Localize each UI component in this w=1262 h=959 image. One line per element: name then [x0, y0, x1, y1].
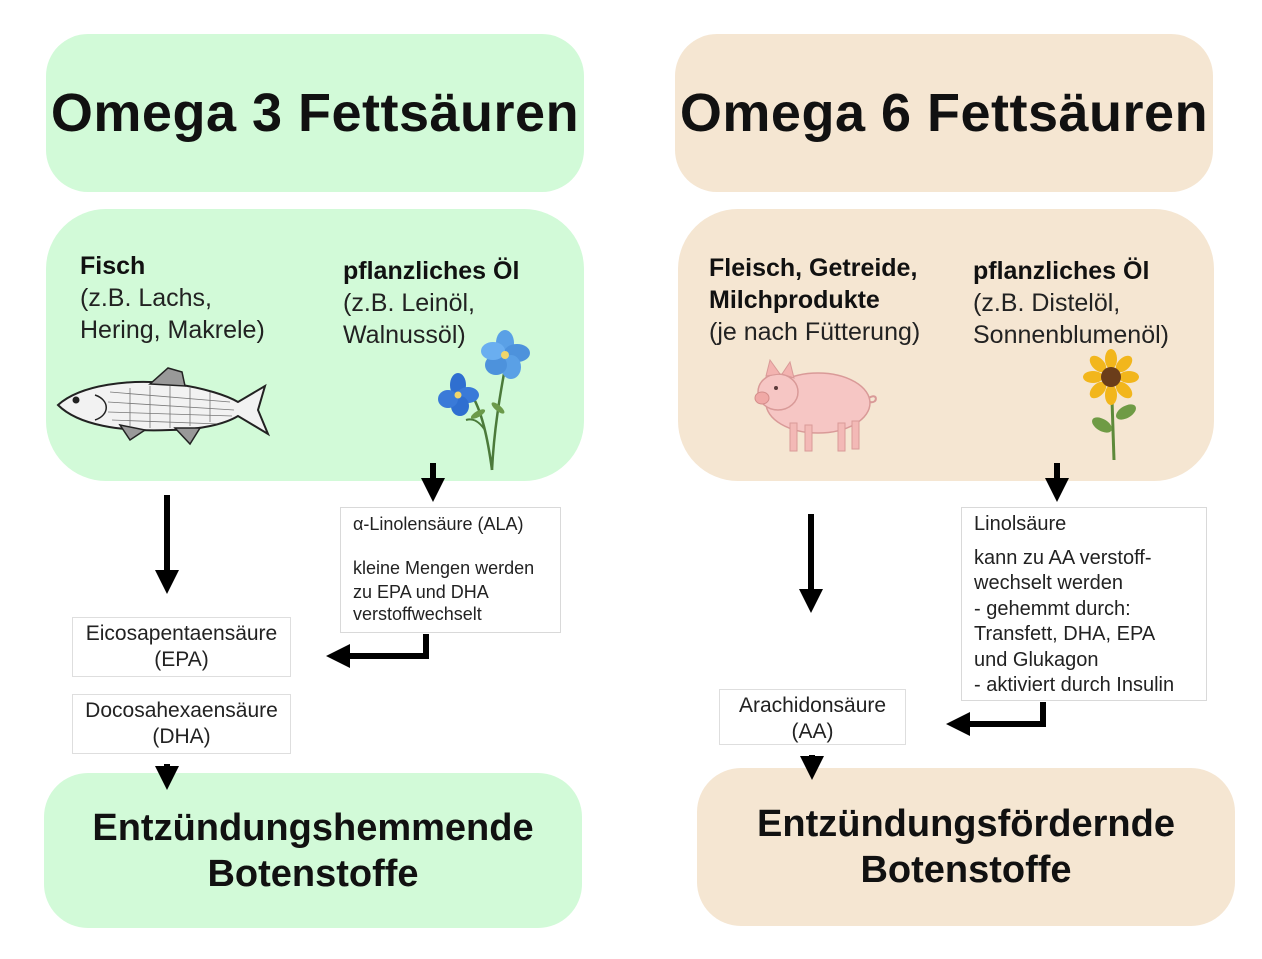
- epa-line2: (EPA): [154, 648, 209, 671]
- omega3-result-line2: Botenstoffe: [207, 852, 419, 895]
- aa-line2: (AA): [791, 720, 834, 743]
- omega3-result: Entzündungshemmende Botenstoffe: [44, 773, 582, 928]
- la-note-line7: - aktiviert durch Insulin: [974, 674, 1175, 696]
- omega6-sources-panel: [678, 209, 1214, 481]
- aa-label: Arachidonsäure (AA): [719, 689, 906, 745]
- meat-heading2: Milchprodukte: [709, 286, 880, 314]
- la-note-line5: Transfett, DHA, EPA: [974, 623, 1156, 645]
- omega6-oil-line1: (z.B. Distelöl,: [973, 289, 1121, 317]
- fish-heading: Fisch: [80, 252, 146, 280]
- omega6-result: Entzündungsfördernde Botenstoffe: [697, 768, 1235, 926]
- arrow-la-to-aa: [946, 702, 1046, 736]
- omega3-fish-source: Fisch (z.B. Lachs, Hering, Makrele): [80, 250, 265, 346]
- epa-line1: Eicosapentaensäure: [85, 622, 278, 645]
- dha-label: Docosahexaensäure (DHA): [72, 694, 291, 754]
- la-note-line2: kann zu AA verstoff-: [974, 546, 1152, 569]
- la-note-line3: wechselt werden: [974, 572, 1123, 594]
- la-note-line1: Linolsäure: [974, 513, 1067, 535]
- fish-line1: (z.B. Lachs,: [80, 284, 212, 312]
- omega3-result-line1: Entzündungshemmende: [92, 806, 534, 849]
- meat-heading1: Fleisch, Getreide,: [709, 254, 918, 282]
- dha-line1: Docosahexaensäure: [85, 699, 278, 722]
- fish-line2: Hering, Makrele): [80, 316, 265, 344]
- omega6-oil-line2: Sonnenblumenöl): [973, 321, 1169, 349]
- omega6-result-line1: Entzündungsfördernde: [757, 803, 1175, 845]
- meat-line1: (je nach Fütterung): [709, 318, 921, 346]
- omega6-title-text: Omega 6 Fettsäuren: [679, 83, 1209, 143]
- omega6-oil-heading: pflanzliches Öl: [973, 257, 1150, 285]
- aa-line1: Arachidonsäure: [738, 694, 887, 717]
- omega6-meat-source: Fleisch, Getreide, Milchprodukte (je nac…: [709, 252, 920, 348]
- omega3-title: Omega 3 Fettsäuren: [46, 34, 584, 192]
- ala-note-line3: zu EPA und DHA: [353, 582, 489, 602]
- omega6-oil-source: pflanzliches Öl (z.B. Distelöl, Sonnenbl…: [973, 255, 1169, 351]
- la-note-line4: - gehemmt durch:: [974, 597, 1131, 620]
- la-note-line6: und Glukagon: [974, 648, 1099, 671]
- omega3-oil-line1: (z.B. Leinöl,: [343, 289, 476, 317]
- arrow-ala-to-epa: [326, 634, 429, 668]
- ala-note: α-Linolensäure (ALA) kleine Mengen werde…: [340, 507, 561, 633]
- omega3-oil-source: pflanzliches Öl (z.B. Leinöl, Walnussöl): [343, 255, 519, 351]
- omega6-result-line2: Botenstoffe: [860, 849, 1072, 891]
- omega6-title: Omega 6 Fettsäuren: [675, 34, 1213, 192]
- ala-note-line1: α-Linolensäure (ALA): [353, 514, 524, 534]
- ala-note-line2: kleine Mengen werden: [353, 558, 535, 578]
- ala-note-line4: verstoffwechselt: [353, 604, 482, 624]
- linoleic-note: Linolsäure kann zu AA verstoff- wechselt…: [961, 507, 1207, 701]
- omega3-oil-heading: pflanzliches Öl: [343, 257, 520, 285]
- dha-line2: (DHA): [152, 725, 211, 748]
- epa-label: Eicosapentaensäure (EPA): [72, 617, 291, 677]
- omega3-oil-line2: Walnussöl): [343, 321, 466, 349]
- omega3-title-text: Omega 3 Fettsäuren: [50, 83, 580, 143]
